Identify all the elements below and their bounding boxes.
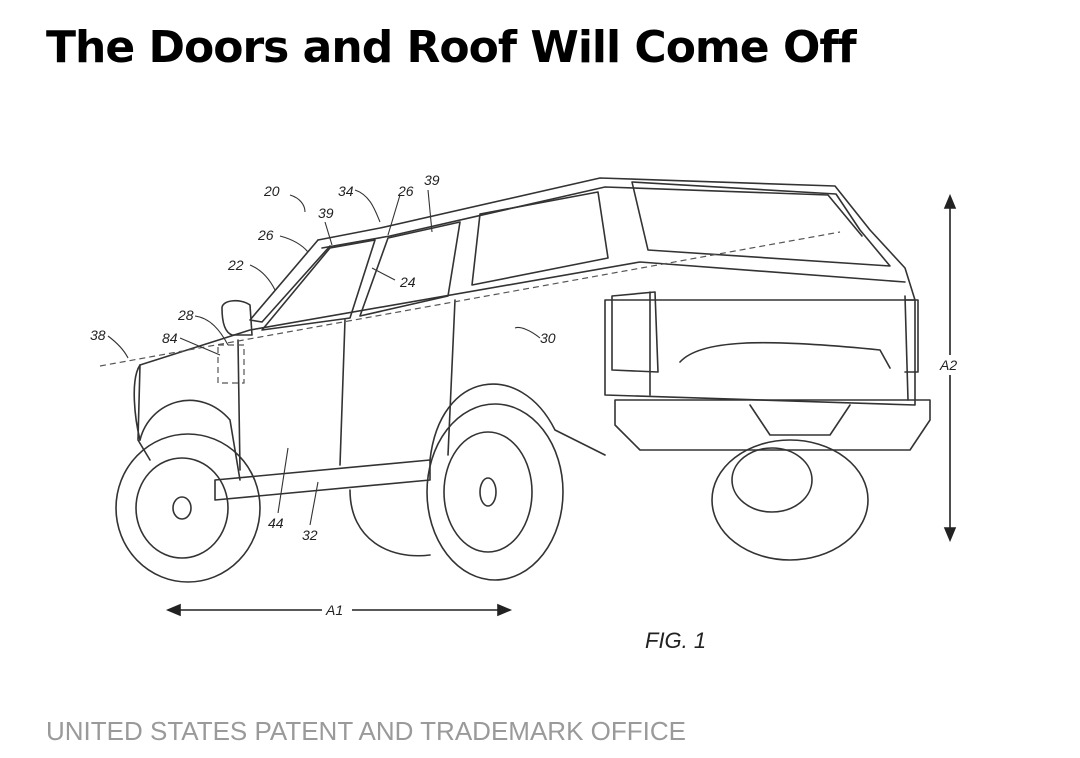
tail-light bbox=[611, 291, 659, 373]
ref-numeral-24: 24 bbox=[399, 274, 416, 290]
a1-label-bg bbox=[322, 600, 352, 618]
body-side bbox=[133, 364, 151, 461]
belt-line bbox=[139, 261, 906, 366]
door-split-mid bbox=[339, 319, 346, 466]
ref-numeral-34: 34 bbox=[338, 183, 354, 199]
rear-glass bbox=[631, 181, 891, 267]
ref-numeral-26-side: 26 bbox=[257, 227, 274, 243]
sight-line bbox=[99, 231, 841, 367]
front-tire bbox=[115, 433, 261, 583]
dimension-a1-arrow-right bbox=[497, 603, 513, 617]
rear-hub bbox=[479, 477, 497, 507]
sensor-box bbox=[217, 344, 245, 384]
front-hub bbox=[172, 496, 192, 520]
ref-numeral-20: 20 bbox=[263, 183, 280, 199]
rear-quarter-window bbox=[471, 191, 609, 286]
dimension-label-a2: A2 bbox=[939, 357, 957, 373]
door-split-front bbox=[237, 339, 241, 471]
side-mirror bbox=[221, 299, 253, 336]
ref-numeral-22: 22 bbox=[227, 257, 244, 273]
rear-wheel-arch bbox=[429, 383, 606, 461]
bumper-step bbox=[749, 404, 851, 436]
rear-door-window bbox=[359, 221, 461, 317]
hidden-front-tire bbox=[349, 489, 431, 557]
patent-drawing: 20 39 34 26 39 26 22 24 28 84 38 30 44 3… bbox=[90, 165, 1050, 665]
rear-tire bbox=[426, 403, 564, 581]
windshield bbox=[249, 239, 331, 323]
vehicle-patent-illustration: 20 39 34 26 39 26 22 24 28 84 38 30 44 3… bbox=[90, 172, 964, 653]
dimension-a2-arrow-bottom bbox=[943, 527, 957, 543]
ref-numeral-28: 28 bbox=[177, 307, 194, 323]
ref-numeral-26-top: 26 bbox=[397, 183, 414, 199]
roof-outline bbox=[317, 177, 916, 301]
ref-numeral-84: 84 bbox=[162, 330, 178, 346]
image-credit: UNITED STATES PATENT AND TRADEMARK OFFIC… bbox=[46, 716, 686, 746]
dimension-a2-arrow-top bbox=[943, 193, 957, 209]
rear-bumper bbox=[614, 399, 931, 451]
door-split-rear bbox=[447, 299, 456, 456]
dimension-a1-arrow-left bbox=[165, 603, 181, 617]
ref-numeral-39-front: 39 bbox=[318, 205, 334, 221]
front-fender bbox=[139, 399, 241, 481]
dimension-label-a1: A1 bbox=[325, 602, 343, 618]
article-headline: The Doors and Roof Will Come Off bbox=[46, 22, 857, 73]
ref-numeral-38: 38 bbox=[90, 327, 106, 343]
figure-label: FIG. 1 bbox=[645, 628, 706, 653]
rear-rim bbox=[443, 431, 533, 553]
tailgate bbox=[604, 299, 916, 406]
ref-numeral-44: 44 bbox=[268, 515, 284, 531]
ref-numeral-30: 30 bbox=[540, 330, 556, 346]
ref-numeral-32: 32 bbox=[302, 527, 318, 543]
front-door-window bbox=[261, 239, 376, 331]
roof-inner-line bbox=[321, 186, 863, 249]
front-rim bbox=[135, 457, 229, 559]
far-rear-rim bbox=[731, 447, 813, 513]
tailgate-character-line bbox=[679, 341, 891, 369]
tailgate-inner bbox=[649, 291, 909, 401]
far-rear-tire bbox=[711, 439, 869, 561]
ref-numeral-39-rear: 39 bbox=[424, 172, 440, 188]
a2-label-bg bbox=[938, 355, 964, 375]
tail-light-right bbox=[904, 299, 919, 373]
rocker-panel bbox=[214, 459, 431, 501]
